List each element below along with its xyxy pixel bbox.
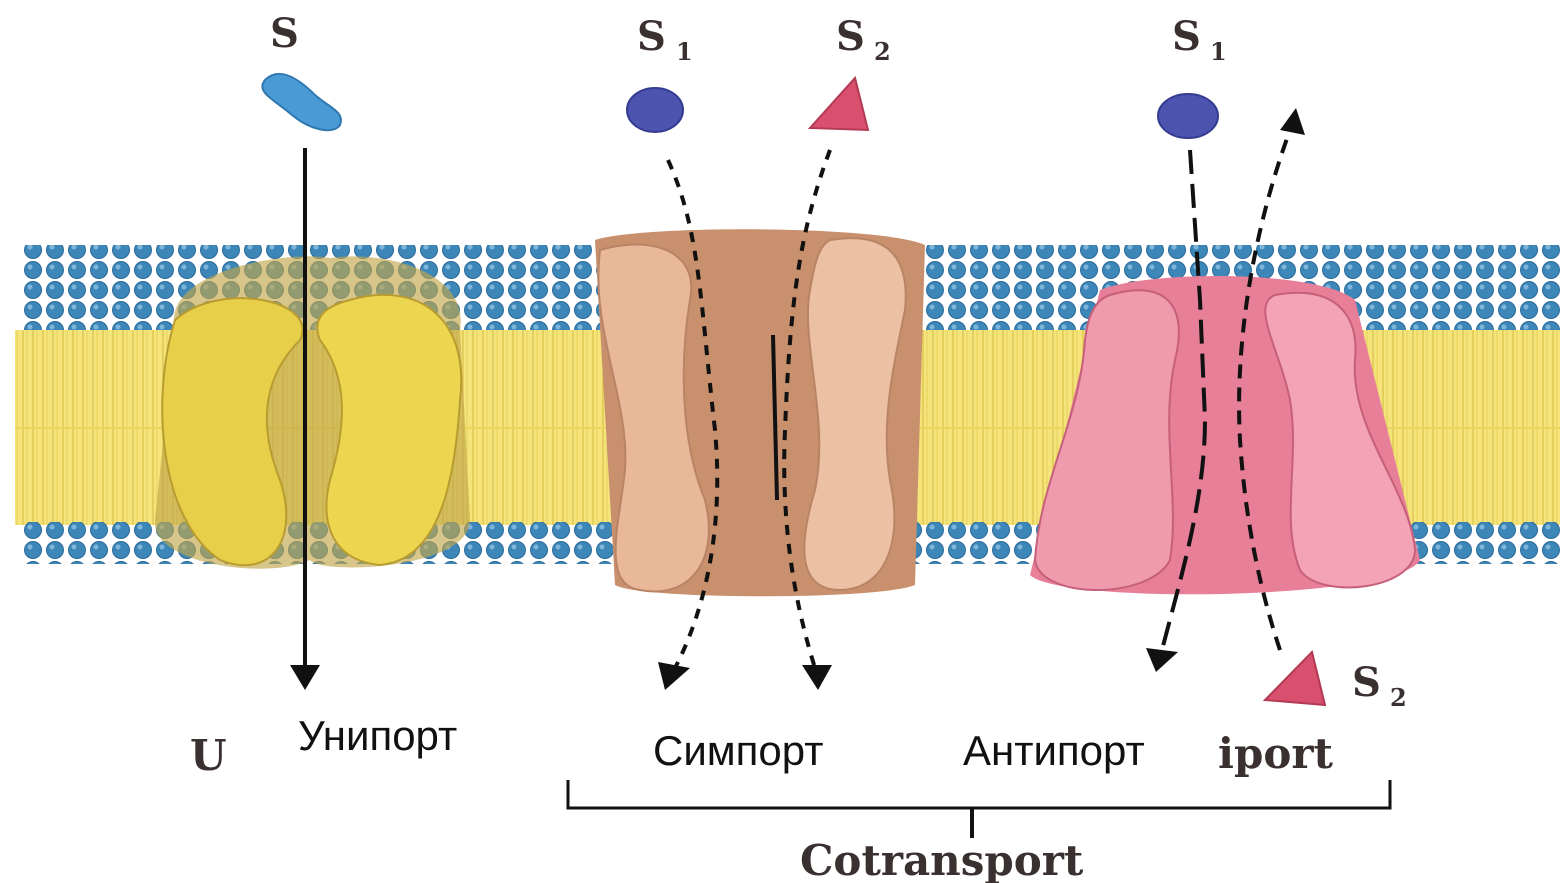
label-uniport: Унипорт <box>298 712 457 759</box>
antiport-s2-molecule <box>1265 652 1325 705</box>
label-s2-antiport-sub: 2 <box>1390 683 1407 712</box>
substrate-s-molecule <box>262 74 341 130</box>
label-cotransport: Cotransport <box>800 836 1084 883</box>
label-s2-symport-sub: 2 <box>874 37 891 66</box>
label-s1-antiport-sub: 1 <box>1210 37 1227 66</box>
label-antiport: Антипорт <box>963 727 1145 774</box>
symporter-protein <box>595 229 925 596</box>
label-symport: Симпорт <box>653 727 823 774</box>
label-s-uniport: S <box>270 10 299 57</box>
label-uniport-en-fragment: U <box>190 731 227 780</box>
label-s1-symport: S <box>637 13 666 60</box>
label-s1-symport-sub: 1 <box>676 37 693 66</box>
label-antiport-en-fragment: iport <box>1218 729 1333 778</box>
antiport-s1-molecule <box>1158 94 1218 138</box>
symport-s1-molecule <box>627 88 683 132</box>
symport-s2-molecule <box>810 78 868 130</box>
label-s2-symport: S <box>836 13 865 60</box>
cotransport-bracket <box>568 780 1390 838</box>
label-s1-antiport: S <box>1172 13 1201 60</box>
uniporter-protein <box>155 256 470 568</box>
label-s2-antiport: S <box>1352 659 1381 706</box>
